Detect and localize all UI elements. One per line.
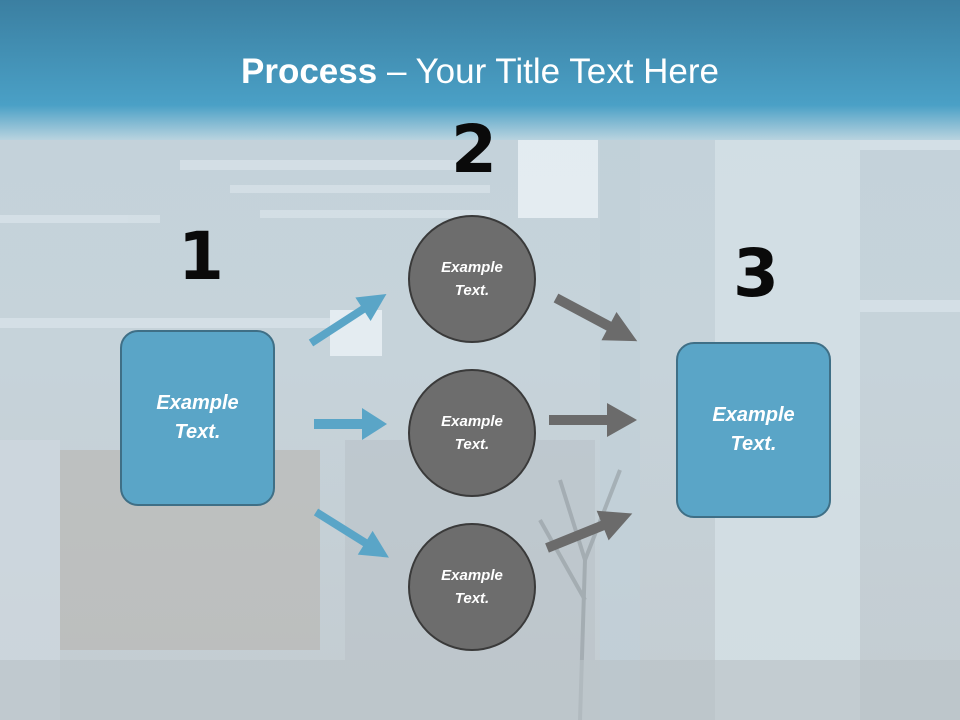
circle-top: Example Text. [408,215,536,343]
left-box-line2: Text. [174,421,221,443]
circle-top-line1: Example [441,259,503,276]
right-box: Example Text. [676,342,831,518]
circle-bottom-line1: Example [441,567,503,584]
step-number-1: 1 [178,218,224,295]
circle-middle-line2: Text. [454,436,490,453]
left-box: Example Text. [120,330,275,506]
right-box-line2: Text. [730,433,777,455]
circle-bottom: Example Text. [408,523,536,651]
step-number-3: 3 [733,235,779,312]
right-box-line1: Example [712,404,795,426]
circle-middle-line1: Example [441,413,503,430]
left-box-line1: Example [156,392,239,414]
slide-title: Process – Your Title Text Here [0,52,960,92]
step-number-2: 2 [451,111,497,188]
title-rest: – Your Title Text Here [377,52,719,91]
circle-bottom-line2: Text. [454,590,490,607]
title-bold: Process [241,52,378,91]
circle-middle: Example Text. [408,369,536,497]
circle-top-line2: Text. [454,282,490,299]
